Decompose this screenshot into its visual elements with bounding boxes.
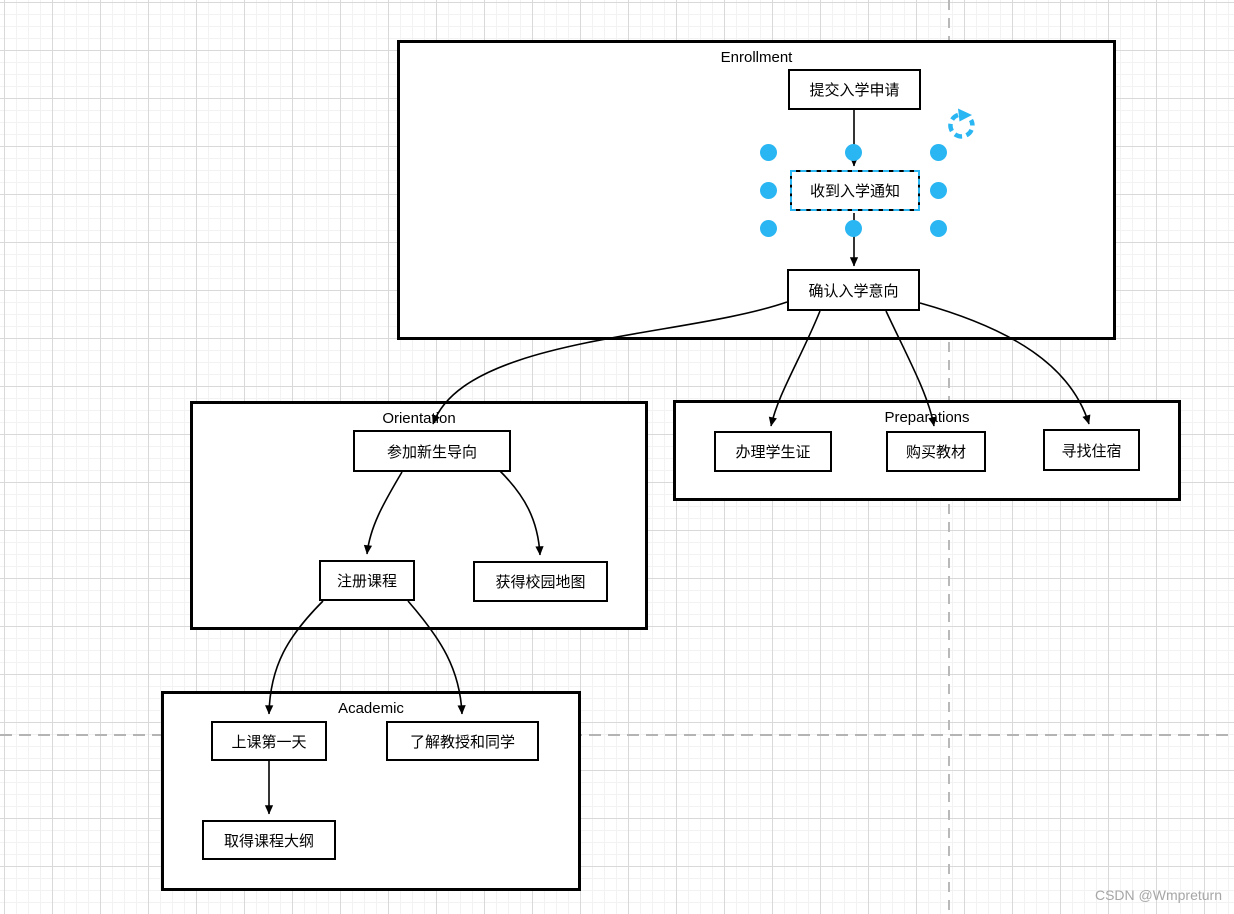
node-register-courses[interactable]: 注册课程 [319,560,415,601]
node-submit-application[interactable]: 提交入学申请 [788,69,921,110]
selection-handle-w[interactable] [760,182,777,199]
edge-register-to-professors[interactable] [407,600,466,715]
edge-register-to-first-day[interactable] [265,600,324,715]
selection-handle-e[interactable] [930,182,947,199]
node-first-day-of-class[interactable]: 上课第一天 [211,721,327,761]
selection-handle-sw[interactable] [760,220,777,237]
node-find-housing[interactable]: 寻找住宿 [1043,429,1140,471]
node-get-campus-map[interactable]: 获得校园地图 [473,561,608,602]
node-buy-textbooks[interactable]: 购买教材 [886,431,986,472]
node-receive-admission-notice[interactable]: 收到入学通知 [790,170,920,211]
group-academic-title: Academic [338,700,404,717]
selection-handle-n[interactable] [845,144,862,161]
selection-handle-se[interactable] [930,220,947,237]
node-meet-professors-classmates[interactable]: 了解教授和同学 [386,721,539,761]
edge-confirm-to-student-id[interactable] [768,310,821,427]
node-get-student-id[interactable]: 办理学生证 [714,431,832,472]
edge-confirm-to-textbooks[interactable] [885,310,937,427]
edge-orientation-to-register[interactable] [363,471,403,555]
group-enrollment-title: Enrollment [720,49,793,66]
node-get-course-syllabus[interactable]: 取得课程大纲 [202,820,336,860]
group-enrollment[interactable]: Enrollment [397,40,1116,340]
selection-handle-ne[interactable] [930,144,947,161]
edge-orientation-to-map[interactable] [499,470,544,556]
edge-confirm-to-housing[interactable] [919,302,1091,425]
rotate-handle-icon[interactable] [944,107,978,141]
watermark: CSDN @Wmpreturn [1094,887,1222,903]
edge-confirm-to-orientation[interactable] [432,301,788,425]
node-attend-orientation[interactable]: 参加新生导向 [353,430,511,472]
node-confirm-enrollment-intention[interactable]: 确认入学意向 [787,269,920,311]
group-preparations-title: Preparations [884,409,970,426]
selection-handle-nw[interactable] [760,144,777,161]
selection-handle-s[interactable] [845,220,862,237]
page-guide-horizontal [0,734,1234,736]
